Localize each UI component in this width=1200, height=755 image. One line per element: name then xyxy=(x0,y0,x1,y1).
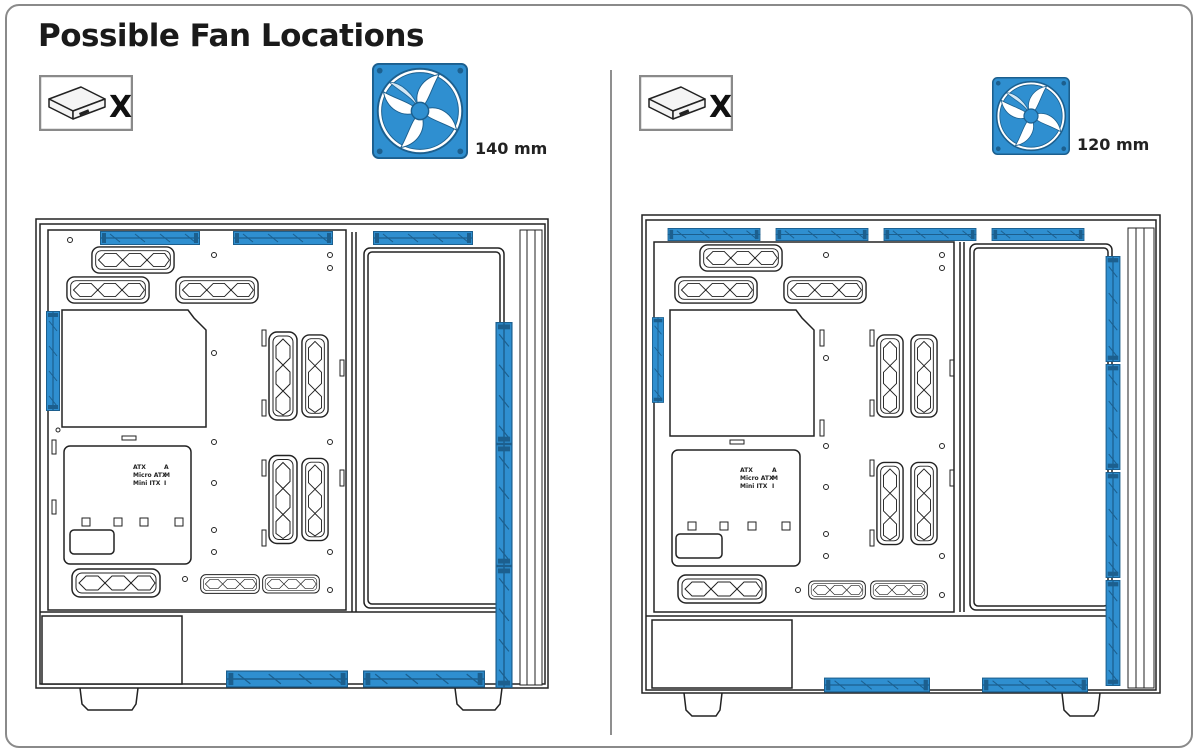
mount-label-microatx: Micro ATX xyxy=(133,472,167,479)
vent-right-upper-a-r xyxy=(876,334,904,418)
fan-rear xyxy=(46,310,60,412)
fan-top-2 xyxy=(232,231,334,245)
fan-top-3 xyxy=(372,231,474,245)
fan-bottom-1 xyxy=(226,670,348,688)
fan-top-3-r xyxy=(882,228,978,241)
vent-bottom-right-r xyxy=(870,580,928,600)
mount-label-atx: ATX xyxy=(133,464,146,471)
mount-letter-i-r: I xyxy=(772,483,774,490)
vent-bottom-mid-r xyxy=(808,580,866,600)
mount-letter-i: I xyxy=(164,480,166,487)
fan-top-4-r xyxy=(990,228,1086,241)
fan-front-3-r xyxy=(1105,472,1121,578)
mount-letter-m: M xyxy=(164,472,170,479)
drive-not-supported-icon-right xyxy=(639,75,733,131)
fan-front-1 xyxy=(495,322,513,444)
vent-top-left-r xyxy=(699,244,783,272)
mount-label-group-right: ATX Micro ATX Mini ITX A M I xyxy=(740,467,778,490)
vent-right-lower-a-r xyxy=(876,461,904,546)
vent-bottom-mid xyxy=(200,573,260,595)
fan-size-label-120: 120 mm xyxy=(1077,135,1150,154)
fan-front-2 xyxy=(495,444,513,566)
vent-bottom-left-r xyxy=(677,574,767,604)
fan-rear-r xyxy=(652,316,664,404)
fan-140mm-icon xyxy=(372,63,468,159)
fan-bottom-2 xyxy=(363,670,485,688)
mount-letter-m-r: M xyxy=(772,475,778,482)
fan-top-1-r xyxy=(666,228,762,241)
fan-top-2-r xyxy=(774,228,870,241)
mount-label-microatx-r: Micro ATX xyxy=(740,475,774,482)
drive-not-supported-icon xyxy=(39,75,133,131)
vent-upper-left-r xyxy=(674,276,758,304)
fan-front-2-r xyxy=(1105,364,1121,470)
mount-label-atx-r: ATX xyxy=(740,467,753,474)
mount-label-miniitx-r: Mini ITX xyxy=(740,483,768,490)
fan-120mm-icon xyxy=(991,77,1071,155)
vent-bottom-left xyxy=(71,568,161,598)
fan-bottom-1-r xyxy=(824,677,930,693)
vent-right-lower-b-r xyxy=(910,461,938,546)
fan-size-label-140: 140 mm xyxy=(475,139,548,158)
mount-label-miniitx: Mini ITX xyxy=(133,480,161,487)
fan-front-1-r xyxy=(1105,256,1121,362)
mount-letter-a-r: A xyxy=(772,467,777,474)
vent-right-lower-b xyxy=(301,457,329,542)
case-left xyxy=(35,218,549,711)
vent-right-upper-a xyxy=(268,331,298,421)
fan-top-1 xyxy=(99,231,201,245)
vent-top-left xyxy=(91,246,175,274)
vent-upper-mid-r xyxy=(783,276,867,304)
panel-divider xyxy=(610,70,612,735)
fan-front-4-r xyxy=(1105,580,1121,686)
right-panel: ATX Micro ATX Mini ITX A M I xyxy=(639,75,1161,717)
vent-right-upper-b-r xyxy=(910,334,938,418)
vent-upper-left xyxy=(66,276,150,304)
page-title: Possible Fan Locations xyxy=(38,18,424,54)
mount-letter-a: A xyxy=(164,464,169,471)
vent-upper-mid xyxy=(175,276,259,304)
vent-bottom-right xyxy=(262,574,320,594)
fan-front-3 xyxy=(495,566,513,688)
vent-right-lower-a xyxy=(268,454,298,545)
left-panel: ATX Micro ATX Mini ITX A M I xyxy=(35,63,549,711)
vent-right-upper-b xyxy=(301,334,329,418)
mount-label-group: ATX Micro ATX Mini ITX A M I xyxy=(133,464,170,487)
fan-bottom-2-r xyxy=(982,677,1088,693)
